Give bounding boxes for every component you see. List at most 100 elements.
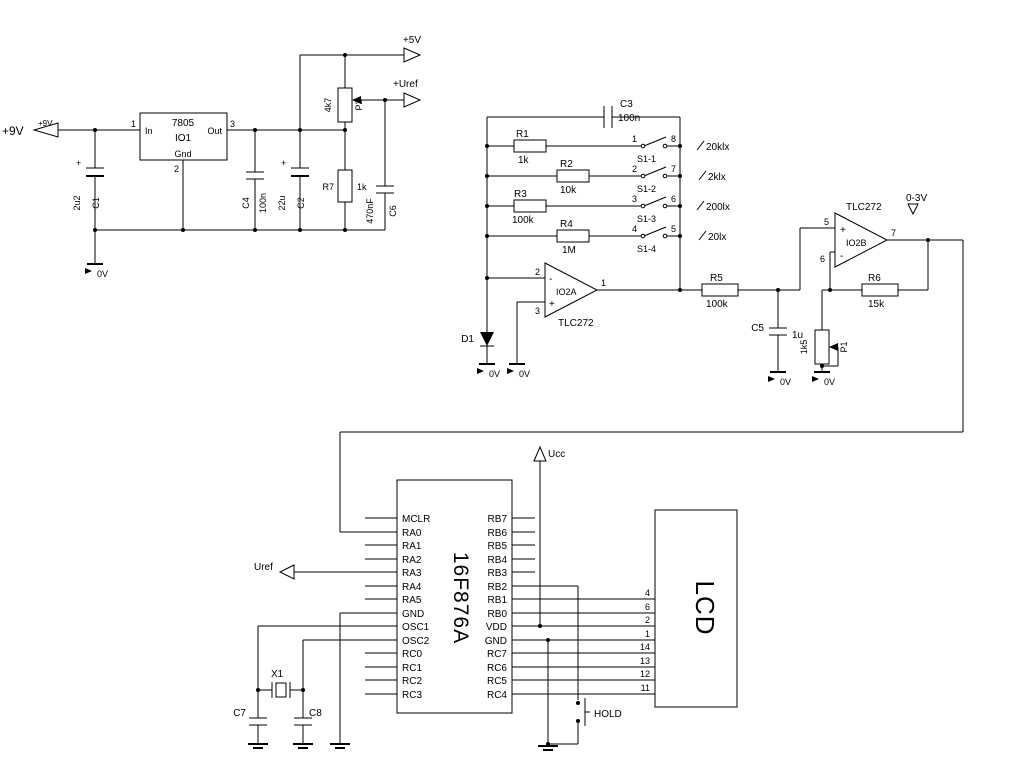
regulator-pin1: 1 bbox=[131, 119, 136, 129]
power-wires bbox=[58, 54, 404, 264]
x1-ref: X1 bbox=[271, 669, 284, 680]
vin-pin-label: +9V bbox=[38, 119, 53, 128]
power-junction-dots bbox=[93, 53, 387, 232]
v5-label: +5V bbox=[403, 35, 421, 46]
pin-rc2: RC2 bbox=[402, 676, 422, 687]
mcu-section: 16F876A MCLR RA0 RA1 RA2 RA3 RA4 RA5 GND… bbox=[233, 445, 655, 751]
pin-ra3: RA3 bbox=[402, 568, 422, 579]
resistor-r6-body bbox=[861, 283, 899, 297]
power-ground-symbol: 0V bbox=[85, 263, 108, 279]
io2b-part: TLC272 bbox=[846, 202, 882, 213]
photodiode-d1: D1 bbox=[461, 332, 494, 347]
regulator-gnd-label: Gnd bbox=[174, 149, 191, 159]
r5-ref: R5 bbox=[710, 273, 723, 284]
lcd-pin-4: 4 bbox=[645, 588, 650, 598]
p1-wiper-arrow-icon bbox=[829, 343, 838, 351]
io2a-ground-symbol: 0V bbox=[507, 363, 530, 379]
vin-label: +9V bbox=[2, 124, 24, 138]
r6-ref: R6 bbox=[868, 273, 881, 284]
switch-s1-2: 2 7 S1-2 2klx bbox=[632, 164, 726, 194]
c7-c8-plates bbox=[249, 717, 312, 726]
pin-rb3: RB3 bbox=[488, 568, 508, 579]
ucc-label: Ucc bbox=[548, 449, 565, 460]
c3-plates bbox=[603, 106, 613, 128]
pin-ra1: RA1 bbox=[402, 541, 422, 552]
s1-3-pin-right: 6 bbox=[671, 194, 676, 204]
c1-plus-mark: + bbox=[76, 158, 81, 168]
pin-rc0: RC0 bbox=[402, 649, 422, 660]
lcd-pin-12: 12 bbox=[640, 669, 650, 679]
lcd-body bbox=[654, 509, 738, 708]
r2-ref: R2 bbox=[560, 159, 573, 170]
s1-3-pin-left: 3 bbox=[632, 194, 637, 204]
resistor-r7-body bbox=[337, 169, 353, 203]
pin-rb7: RB7 bbox=[488, 514, 508, 525]
pin-osc2: OSC2 bbox=[402, 636, 430, 647]
io2a-minus-mark: - bbox=[549, 274, 552, 285]
regulator-out-label: Out bbox=[207, 126, 222, 136]
s1-2-pin-left: 2 bbox=[632, 164, 637, 174]
pin-rb1: RB1 bbox=[488, 595, 508, 606]
io2a-plus-mark: + bbox=[549, 299, 555, 310]
d1-ref: D1 bbox=[461, 334, 474, 345]
pin-rb5: RB5 bbox=[488, 541, 508, 552]
c6-ref: C6 bbox=[388, 205, 398, 217]
uref-in-label: Uref bbox=[254, 562, 273, 573]
mcu-wires bbox=[249, 461, 655, 745]
lcd-pin-14: 14 bbox=[640, 642, 650, 652]
c3-value: 100n bbox=[618, 113, 640, 124]
pin-rc7: RC7 bbox=[487, 649, 507, 660]
ucc-connector-arrow-icon bbox=[533, 445, 547, 462]
mcu-part-label: 16F876A bbox=[449, 552, 472, 644]
potentiometer-p1-body bbox=[814, 329, 830, 365]
pin-vdd: VDD bbox=[486, 622, 507, 633]
pin-rc1: RC1 bbox=[402, 663, 422, 674]
r3-ref: R3 bbox=[514, 189, 527, 200]
opamp-io2b: + - IO2B TLC272 5 6 7 bbox=[820, 202, 896, 268]
p1-ground-label: 0V bbox=[824, 377, 835, 387]
lcd-label: LCD bbox=[690, 580, 720, 635]
r2-value: 10k bbox=[560, 185, 577, 196]
switch-levers bbox=[643, 136, 667, 237]
c4-ref: C4 bbox=[241, 197, 251, 209]
resistor-r1-body bbox=[513, 139, 547, 153]
range-ticks bbox=[696, 140, 707, 241]
output-range-arrow-icon bbox=[907, 203, 919, 216]
c5-ground-symbol: 0V bbox=[768, 371, 791, 387]
s1-4-range: 20lx bbox=[708, 232, 726, 243]
p1-value: 1k5 bbox=[799, 340, 809, 355]
s1-2-pin-right: 7 bbox=[671, 164, 676, 174]
io2a-part: TLC272 bbox=[558, 318, 594, 329]
c5-value: 1u bbox=[792, 330, 803, 341]
crystal-plates bbox=[271, 682, 291, 698]
pin-rb4: RB4 bbox=[488, 555, 508, 566]
c5-ref: C5 bbox=[751, 323, 764, 334]
pin-ra2: RA2 bbox=[402, 555, 422, 566]
pin-rc4: RC4 bbox=[487, 690, 507, 701]
io2b-pin-out: 7 bbox=[891, 228, 896, 238]
analog-wires bbox=[339, 106, 964, 533]
d1-ground-label: 0V bbox=[489, 369, 500, 379]
r5-value: 100k bbox=[706, 299, 729, 310]
lcd-pin-numbers: 4 6 2 1 14 13 12 11 bbox=[640, 588, 650, 693]
io2a-pin-plus: 3 bbox=[535, 306, 540, 316]
mcu-right-pin-labels: RB7 RB6 RB5 RB4 RB3 RB2 RB1 RB0 VDD GND … bbox=[485, 514, 508, 701]
pin-gnd-right: GND bbox=[485, 636, 507, 647]
s1-4-pin-left: 4 bbox=[632, 224, 637, 234]
lcd-pin-2: 2 bbox=[645, 615, 650, 625]
c7-ref: C7 bbox=[233, 708, 246, 719]
io2a-ground-label: 0V bbox=[519, 369, 530, 379]
s1-1-range: 20klx bbox=[706, 142, 729, 153]
mcu-left-pin-labels: MCLR RA0 RA1 RA2 RA3 RA4 RA5 GND OSC1 OS… bbox=[402, 514, 430, 701]
regulator-pin3: 3 bbox=[230, 119, 235, 129]
vin-connector-arrow-icon bbox=[32, 122, 59, 138]
lcd-pin-6: 6 bbox=[645, 602, 650, 612]
pin-ra5: RA5 bbox=[402, 595, 422, 606]
uref-out-connector-arrow-icon bbox=[403, 92, 422, 108]
c1-value: 2u2 bbox=[72, 195, 82, 210]
regulator-ref-label: IO1 bbox=[175, 133, 192, 144]
c8-ref: C8 bbox=[309, 708, 322, 719]
switch-s1-4: 4 5 S1-4 20lx bbox=[632, 224, 726, 254]
pin-rb6: RB6 bbox=[488, 528, 508, 539]
